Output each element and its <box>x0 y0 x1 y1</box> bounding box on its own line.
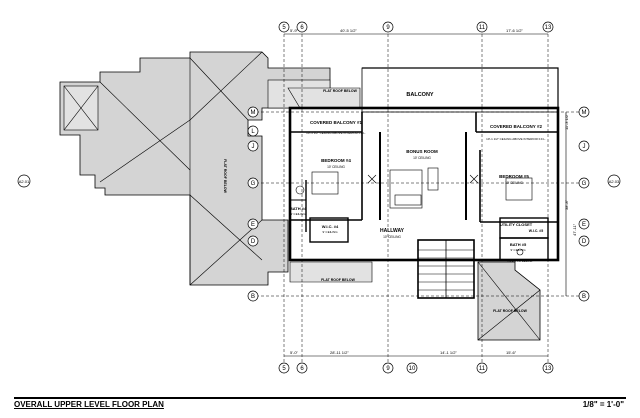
dim-bottom-2: 28'-11 1/2" <box>330 350 349 355</box>
dim-top-2: 40'-5 1/2" <box>340 28 357 33</box>
grid-col-top-13: 13 <box>545 25 552 31</box>
ceiling-hallway: 10' CEILING <box>383 235 401 239</box>
ceiling-bedroom-5: 10' CEILING <box>505 181 523 185</box>
plan-title: OVERALL UPPER LEVEL FLOOR PLAN <box>14 400 164 409</box>
grid-row-right-d: D <box>582 239 587 245</box>
label-flat-roof-top: FLAT ROOF BELOW <box>323 89 357 93</box>
dim-bottom-1: 5'-0" <box>290 350 299 355</box>
label-wic-5: W.I.C. #5 <box>529 229 543 233</box>
furniture <box>295 167 533 256</box>
grid-row-left-d: D <box>251 239 256 245</box>
grid-bubbles-right: M J G E D B <box>578 106 590 302</box>
room-labels: BALCONY COVERED BALCONY #1 10'-3 1/2" CE… <box>223 89 546 313</box>
grid-col-top-6: 6 <box>300 25 304 31</box>
grid-col-bottom-9: 9 <box>386 366 390 372</box>
label-balcony: BALCONY <box>406 92 434 98</box>
label-flat-roof-right: FLAT ROOF BELOW <box>493 309 527 313</box>
section-marker-right: A2.03 <box>609 179 620 184</box>
label-covered-balcony-2: COVERED BALCONY #2 <box>490 124 542 129</box>
label-bedroom-4: BEDROOM #4 <box>321 158 351 163</box>
grid-row-right-b: B <box>582 294 586 300</box>
grid-col-top-9: 9 <box>386 25 390 31</box>
dim-top-3: 17'-6 1/2" <box>506 28 523 33</box>
grid-row-left-j: J <box>252 144 255 150</box>
label-utility-closet: UTILITY CLOSET <box>500 222 533 227</box>
label-bath-5: BATH #5 <box>510 242 527 247</box>
grid-col-bottom-10: 10 <box>409 366 416 372</box>
note-covered-balcony-1: 10'-3 1/2" CEILING ABOVE INTERIOR F.F.L. <box>306 131 366 135</box>
label-bath-4: BATH #4 <box>290 206 307 211</box>
grid-row-left-b: B <box>251 294 255 300</box>
label-hallway: HALLWAY <box>380 228 405 234</box>
dim-right-2: 38'-8" <box>564 199 569 210</box>
note-covered-balcony-2: 10'-1 1/2" CEILING ABOVE INTERIOR F.F.L. <box>486 137 546 141</box>
grid-row-right-e: E <box>582 222 586 228</box>
grid-row-left-e: E <box>251 222 255 228</box>
grid-bubbles-top: 5 6 9 11 13 <box>278 21 554 33</box>
ceiling-bonus-room: 10' CEILING <box>413 156 431 160</box>
label-covered-balcony-1: COVERED BALCONY #1 <box>310 120 362 125</box>
dim-right-1: 11'-3 1/2" <box>564 113 569 130</box>
section-markers: A2.01 A2.03 <box>17 174 621 188</box>
label-flat-roof-left: FLAT ROOF BELOW <box>223 159 227 193</box>
grid-col-bottom-5: 5 <box>282 366 286 372</box>
roof-left-wing <box>59 51 331 286</box>
grid-col-bottom-13: 13 <box>545 366 552 372</box>
dim-bottom-3: 14'-1 1/2" <box>440 350 457 355</box>
ceiling-bath-4: 9' CEILING <box>290 212 306 216</box>
grid-row-right-j: J <box>583 144 586 150</box>
dim-right-3: 47'-11" <box>572 223 577 236</box>
grid-bubbles-left: M L J G E D B <box>247 106 259 302</box>
dimension-lines: 5'-9" 40'-5 1/2" 17'-6 1/2" 5'-0" 28'-11… <box>284 28 577 357</box>
label-bedroom-5: BEDROOM #5 <box>499 174 529 179</box>
ceiling-bedroom-4: 10' CEILING <box>327 165 345 169</box>
grid-bubbles-bottom: 5 6 9 10 11 13 <box>278 362 554 374</box>
label-open-to-below-2: OPEN TO BELOW <box>507 259 532 263</box>
grid-row-left-m: M <box>251 110 256 116</box>
label-open-to-below: OPEN TO BELOW <box>433 258 458 262</box>
grid-col-bottom-6: 6 <box>300 366 304 372</box>
ceiling-bath-5: 9' CEILING <box>510 248 526 252</box>
plan-scale: 1/8" = 1'-0" <box>582 400 624 409</box>
grid-lines <box>256 34 582 362</box>
grid-row-left-g: G <box>251 181 256 187</box>
title-divider <box>14 397 626 399</box>
grid-row-right-g: G <box>582 181 587 187</box>
roof-right-bottom <box>287 87 541 341</box>
grid-row-right-m: M <box>582 110 587 116</box>
dim-top-1: 5'-9" <box>290 28 299 33</box>
grid-col-bottom-11: 11 <box>479 366 486 372</box>
exterior-walls <box>288 67 560 299</box>
grid-row-left-l: L <box>251 129 255 135</box>
dim-bottom-4: 15'-6" <box>506 350 517 355</box>
ceiling-wic-4: 9' CEILING <box>322 230 338 234</box>
label-bonus-room: BONUS ROOM <box>406 149 438 154</box>
grid-col-top-11: 11 <box>479 25 486 31</box>
grid-col-top-5: 5 <box>282 25 286 31</box>
label-wic-4: W.I.C. #4 <box>322 224 339 229</box>
section-marker-left: A2.01 <box>19 179 30 184</box>
label-flat-roof-center: FLAT ROOF BELOW <box>321 278 355 282</box>
